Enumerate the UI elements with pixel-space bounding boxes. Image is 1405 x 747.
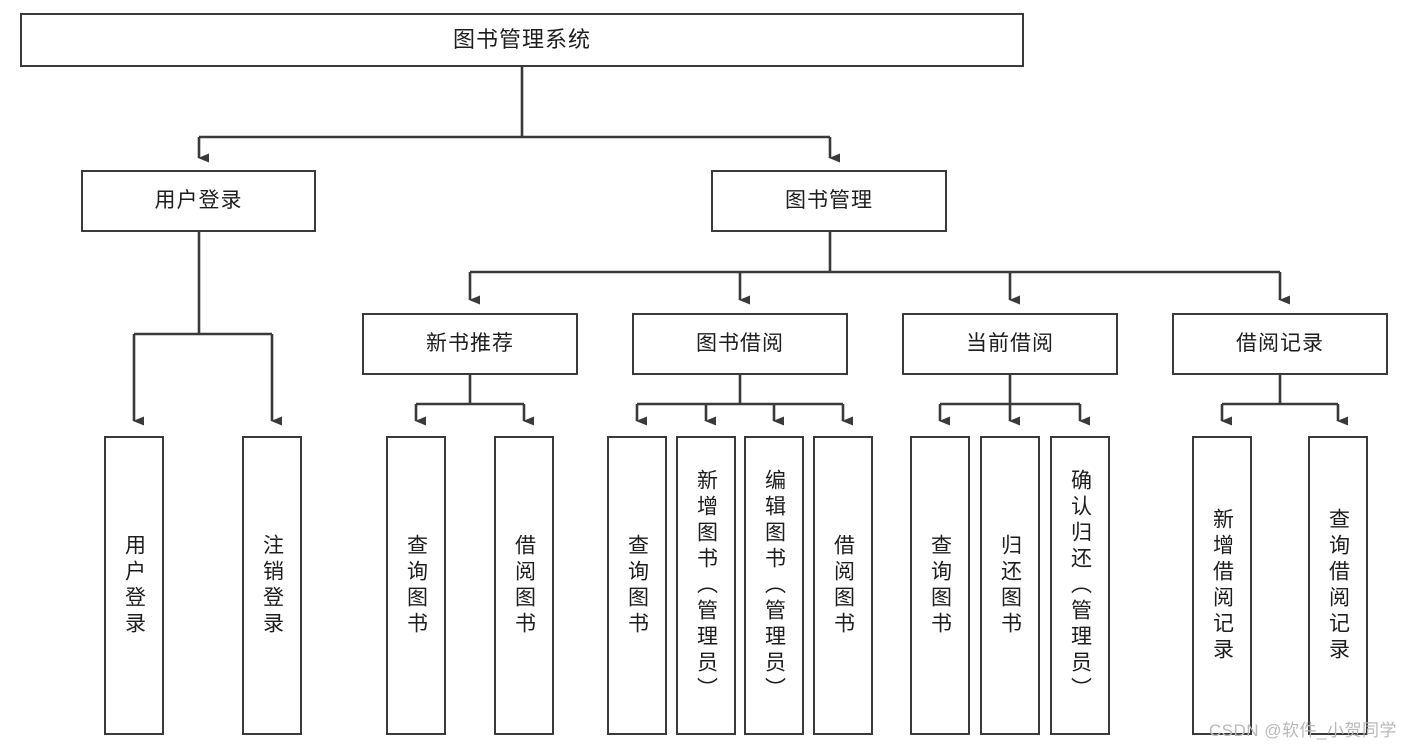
leaf-current-confirm-return-label: 确认归还（管理员） <box>1068 468 1092 703</box>
node-new-book-recommend[interactable]: 新书推荐 <box>362 313 578 375</box>
leaf-new-book-borrow[interactable]: 借阅图书 <box>494 436 554 735</box>
leaf-new-book-query[interactable]: 查询图书 <box>386 436 446 735</box>
leaf-borrow-add-book[interactable]: 新增图书（管理员） <box>676 436 736 735</box>
leaf-borrow-query-book-label: 查询图书 <box>625 533 649 638</box>
node-book-management[interactable]: 图书管理 <box>711 170 947 232</box>
node-book-borrow-label: 图书借阅 <box>696 331 784 355</box>
leaf-borrow-query-book[interactable]: 查询图书 <box>607 436 667 735</box>
leaf-borrow-borrow-book-label: 借阅图书 <box>831 533 855 638</box>
leaf-record-query-label: 查询借阅记录 <box>1326 507 1350 664</box>
leaf-borrow-edit-book[interactable]: 编辑图书（管理员） <box>744 436 804 735</box>
leaf-logout[interactable]: 注销登录 <box>242 436 302 735</box>
leaf-new-book-query-label: 查询图书 <box>404 533 428 638</box>
node-root[interactable]: 图书管理系统 <box>20 13 1024 67</box>
node-new-book-recommend-label: 新书推荐 <box>426 331 514 355</box>
leaf-record-query[interactable]: 查询借阅记录 <box>1308 436 1368 735</box>
leaf-logout-label: 注销登录 <box>260 533 284 638</box>
leaf-current-query-book-label: 查询图书 <box>928 533 952 638</box>
leaf-user-login-label: 用户登录 <box>122 533 146 638</box>
node-user-login[interactable]: 用户登录 <box>81 170 316 232</box>
node-current-borrow[interactable]: 当前借阅 <box>902 313 1118 375</box>
leaf-record-add[interactable]: 新增借阅记录 <box>1192 436 1252 735</box>
node-user-login-label: 用户登录 <box>154 188 243 212</box>
node-book-borrow[interactable]: 图书借阅 <box>632 313 848 375</box>
leaf-current-return-book[interactable]: 归还图书 <box>980 436 1040 735</box>
node-book-management-label: 图书管理 <box>785 188 873 212</box>
leaf-current-return-book-label: 归还图书 <box>998 533 1022 638</box>
leaf-user-login[interactable]: 用户登录 <box>104 436 164 735</box>
node-current-borrow-label: 当前借阅 <box>966 331 1054 355</box>
leaf-borrow-add-book-label: 新增图书（管理员） <box>694 468 718 703</box>
node-borrow-record[interactable]: 借阅记录 <box>1172 313 1388 375</box>
leaf-record-add-label: 新增借阅记录 <box>1210 507 1234 664</box>
leaf-borrow-edit-book-label: 编辑图书（管理员） <box>762 468 786 703</box>
node-borrow-record-label: 借阅记录 <box>1236 331 1324 355</box>
leaf-borrow-borrow-book[interactable]: 借阅图书 <box>813 436 873 735</box>
leaf-new-book-borrow-label: 借阅图书 <box>512 533 536 638</box>
node-root-label: 图书管理系统 <box>452 27 591 53</box>
leaf-current-query-book[interactable]: 查询图书 <box>910 436 970 735</box>
leaf-current-confirm-return[interactable]: 确认归还（管理员） <box>1050 436 1110 735</box>
